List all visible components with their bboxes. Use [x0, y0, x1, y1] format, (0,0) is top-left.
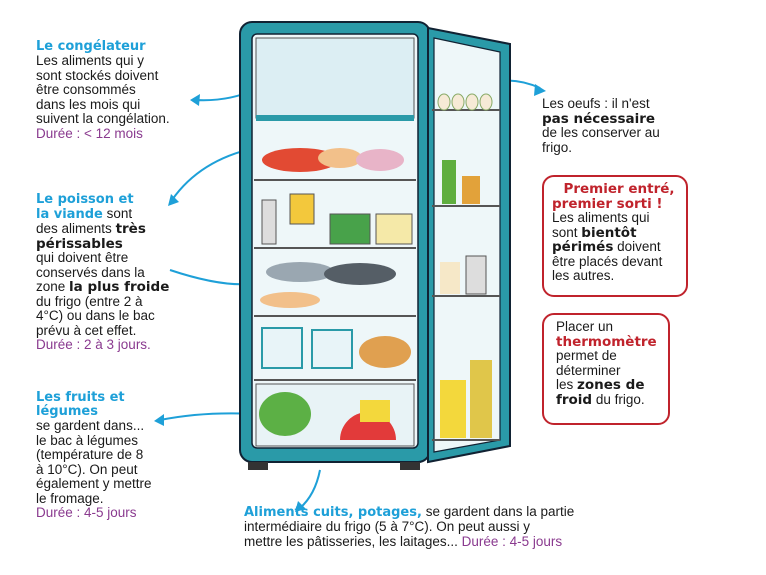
premier-line-3a: périmés [552, 239, 614, 255]
thermo-line-4: déterminer [556, 362, 621, 378]
premier-entre-box: Premier entré, premier sorti ! Les alime… [542, 175, 688, 297]
fruits-line-4: à 10°C). On peut [36, 461, 138, 477]
cuits-line-2: intermédiaire du frigo (5 à 7°C). On peu… [244, 519, 531, 534]
thermometre-box: Placer un thermomètre permet de détermin… [542, 313, 670, 425]
premier-line-4: être placés devant [552, 253, 663, 269]
fruits-line-5: également y mettre [36, 476, 152, 491]
poisson-line-1: sont [106, 206, 133, 221]
cuits-title: Aliments cuits, potages, [244, 505, 422, 520]
premier-line-2b: bientôt [581, 224, 637, 241]
fruits-line-6: le fromage. [36, 490, 104, 506]
poisson-line-4: qui doivent être [36, 250, 129, 265]
thermo-line-6a: froid [556, 391, 593, 408]
food-items [259, 148, 413, 440]
oeufs-line-2: pas nécessaire [542, 110, 656, 127]
premier-title-2: premier sorti ! [552, 195, 663, 212]
poisson-line-3: périssables [36, 235, 123, 252]
congelateur-duree: Durée : < 12 mois [36, 125, 143, 141]
congelateur-line-4: dans les mois qui [36, 96, 141, 112]
fruits-line-1: se gardent dans... [36, 418, 145, 433]
thermo-line-2: thermomètre [556, 333, 657, 350]
premier-line-5: les autres. [552, 268, 615, 283]
thermo-line-1: Placer un [556, 319, 614, 334]
fruits-line-3: (température de 8 [36, 447, 144, 462]
thermo-line-5b: zones de [577, 377, 645, 393]
poisson-line-2b: très [115, 221, 146, 237]
fruits-duree: Durée : 4-5 jours [36, 505, 137, 520]
poisson-title-1: Le poisson et [36, 192, 134, 207]
fruits-line-2: le bac à légumes [36, 432, 139, 448]
fruits-title-1: Les fruits et [36, 390, 125, 405]
cuits-line-3: mettre les pâtisseries, les laitages... [244, 533, 458, 549]
poisson-duree: Durée : 2 à 3 jours. [36, 337, 151, 352]
premier-line-1: Les aliments qui [552, 210, 650, 225]
congelateur-line-1: Les aliments qui y [36, 53, 145, 68]
poisson-line-6a: zone [36, 279, 66, 294]
premier-line-3b: doivent [617, 239, 661, 254]
poisson-line-6b: la plus froide [69, 279, 170, 295]
poisson-line-5: conservés dans la [36, 264, 145, 280]
oeufs-block: Les oeufs : il n'est pas nécessaire de l… [542, 96, 660, 155]
poisson-block: Le poisson et la viande sont des aliment… [36, 193, 169, 353]
thermo-line-3: permet de [556, 348, 617, 363]
fridge-door [427, 26, 511, 464]
cuits-line-1: se gardent dans la partie [425, 504, 575, 519]
poisson-line-7: du frigo (entre 2 à [36, 293, 143, 309]
oeufs-line-4: frigo. [542, 139, 573, 155]
poisson-line-9: prévu à cet effet. [36, 322, 137, 338]
fruits-title-2: légumes [36, 404, 98, 419]
cuits-block: Aliments cuits, potages, se gardent dans… [244, 504, 744, 549]
poisson-line-8: 4°C) ou dans le bac [36, 308, 155, 323]
congelateur-line-5: suivent la congélation. [36, 111, 170, 126]
thermo-line-5a: les [556, 377, 574, 392]
premier-line-2a: sont [552, 224, 578, 240]
congelateur-block: Le congélateur Les aliments qui y sont s… [36, 40, 170, 141]
fruits-block: Les fruits et légumes se gardent dans...… [36, 391, 152, 521]
cuits-duree: Durée : 4-5 jours [461, 533, 563, 549]
arrow-cuits [299, 469, 321, 509]
congelateur-line-3: être consommés [36, 82, 136, 97]
thermo-line-6b: du frigo. [595, 391, 645, 407]
congelateur-title: Le congélateur [36, 39, 146, 54]
congelateur-line-2: sont stockés doivent [36, 67, 159, 83]
oeufs-line-3: de les conserver au [542, 125, 660, 140]
poisson-title-2: la viande [36, 207, 103, 222]
oeufs-line-1: Les oeufs : il n'est [542, 96, 650, 111]
poisson-line-2a: des aliments [36, 221, 112, 236]
premier-title-1: Premier entré, [563, 181, 675, 197]
